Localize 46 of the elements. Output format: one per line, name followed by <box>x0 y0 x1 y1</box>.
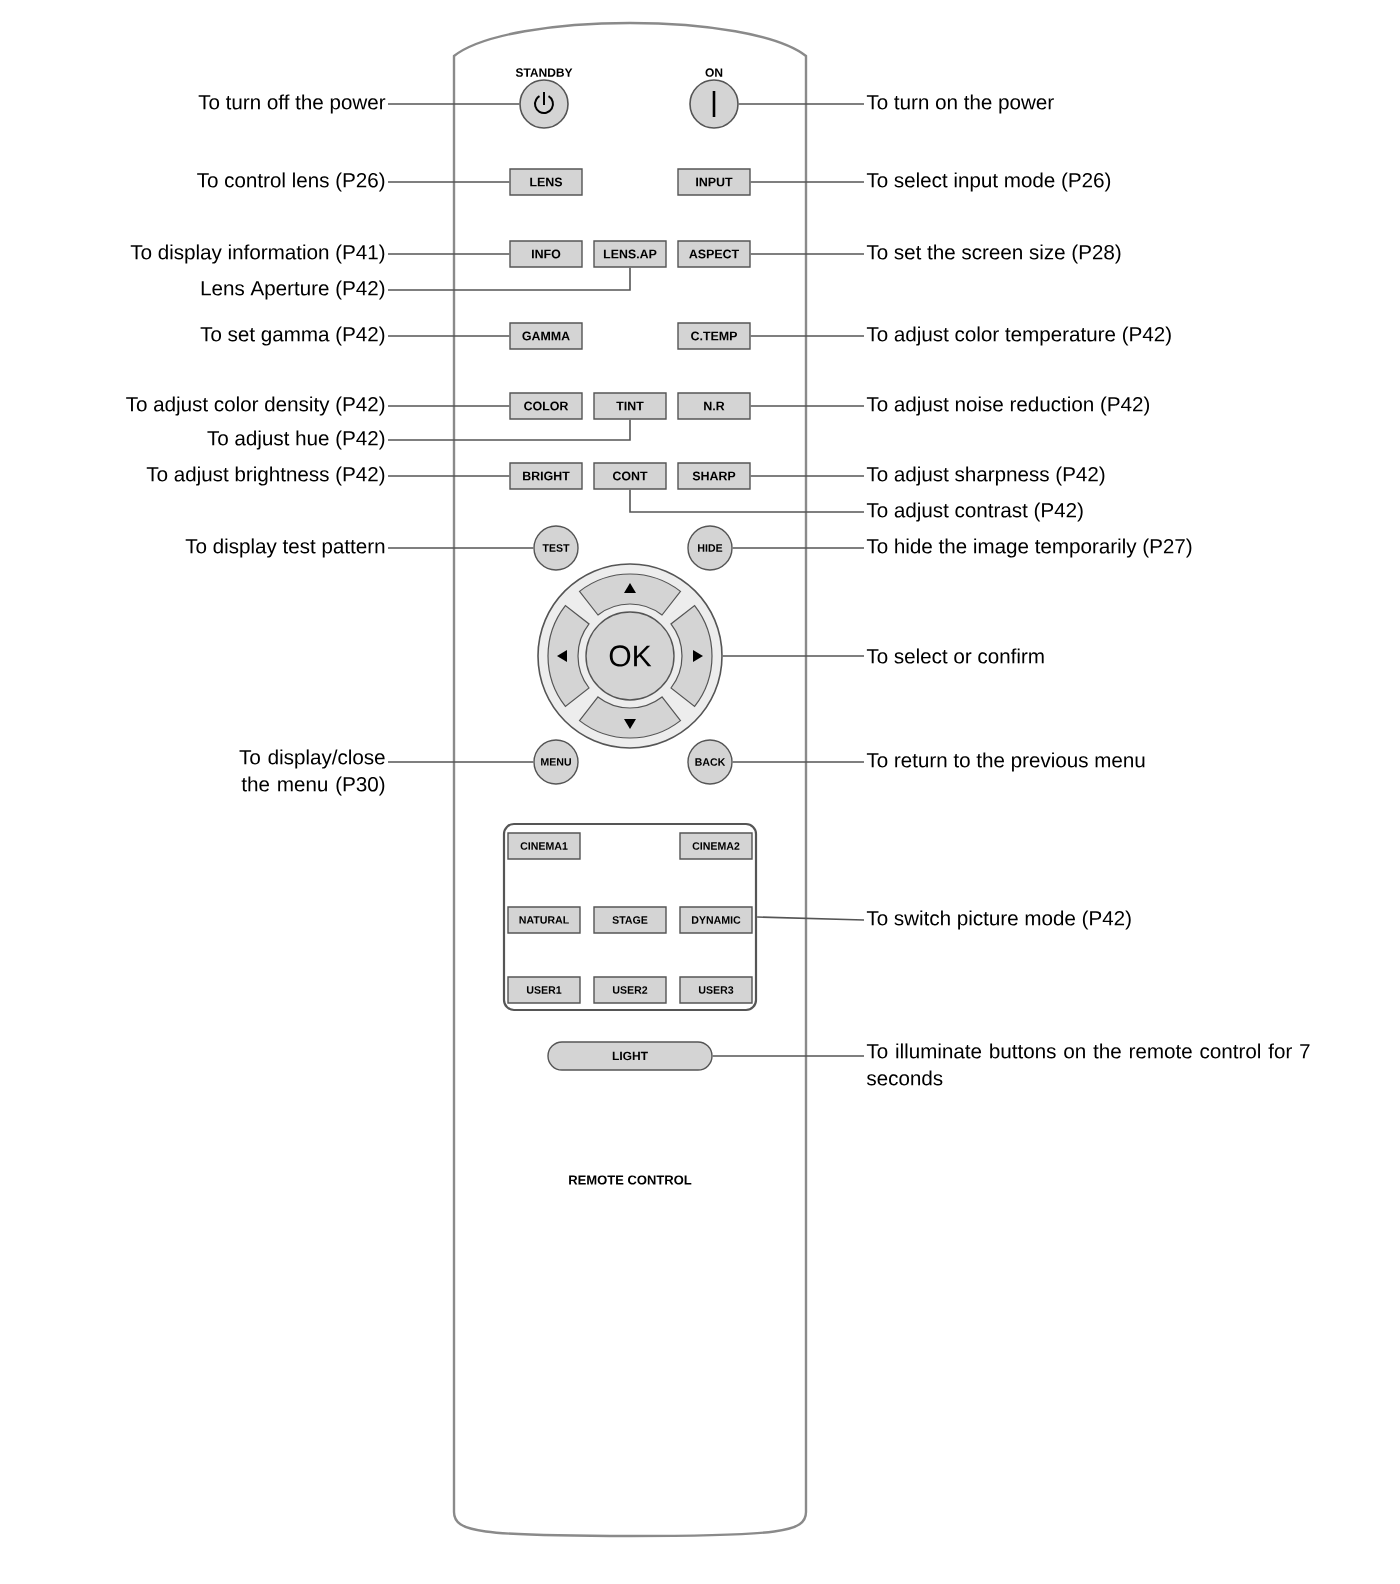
leader-line <box>387 335 511 337</box>
callout-text: To set gamma (P42) <box>200 326 385 346</box>
ok-button: OK <box>585 611 675 701</box>
leader-line <box>711 1055 865 1057</box>
callout-text: To control lens (P26) <box>197 172 385 192</box>
leader-line <box>756 916 865 921</box>
leader-line <box>387 103 520 105</box>
callout-text: To display/close the menu (P30) <box>239 749 385 796</box>
leader-line <box>722 655 865 657</box>
callout-text: To adjust color density (P42) <box>126 396 385 416</box>
leader-line <box>387 761 535 763</box>
leader-line <box>629 488 865 513</box>
leader-line <box>749 253 865 255</box>
callout-text: To adjust color temperature (P42) <box>866 326 1171 346</box>
leader-line <box>731 547 865 549</box>
callout-text: To display information (P41) <box>130 244 385 264</box>
callout-text: To return to the previous menu <box>866 752 1145 772</box>
leader-line <box>749 181 865 183</box>
callout-text: To display test pattern <box>185 538 385 558</box>
callout-text: To select or confirm <box>866 648 1044 664</box>
leader-line <box>749 405 865 407</box>
callout-text: To illuminate buttons on the remote control for 7 seconds <box>866 1043 1310 1086</box>
leader-line <box>387 266 631 291</box>
callout-text: To adjust brightness (P42) <box>146 466 385 486</box>
callout-text: Lens Aperture (P42) <box>201 280 385 300</box>
button-group-frame <box>502 822 758 1012</box>
callout-text: To adjust hue (P42) <box>207 430 385 450</box>
leader-line <box>738 103 865 105</box>
callout-text: To turn off the power <box>198 94 386 114</box>
leader-line <box>387 418 631 441</box>
callout-text: To select input mode (P26) <box>866 172 1111 192</box>
callout-text: To set the screen size (P28) <box>866 244 1121 264</box>
callout-text: To adjust sharpness (P42) <box>866 466 1105 486</box>
callout-text: To switch picture mode (P42) <box>866 910 1131 930</box>
leader-line <box>749 335 865 337</box>
leader-line <box>387 253 511 255</box>
callout-text: To hide the image temporarily (P27) <box>866 538 1192 558</box>
leader-line <box>749 475 865 477</box>
callout-text: To turn on the power <box>866 94 1054 114</box>
callout-text: To adjust noise reduction (P42) <box>866 396 1150 416</box>
callout-text: To adjust contrast (P42) <box>866 502 1083 522</box>
leader-line <box>387 547 535 549</box>
leader-line <box>387 405 511 407</box>
leader-line <box>731 761 865 763</box>
leader-line <box>387 181 511 183</box>
leader-line <box>387 475 511 477</box>
